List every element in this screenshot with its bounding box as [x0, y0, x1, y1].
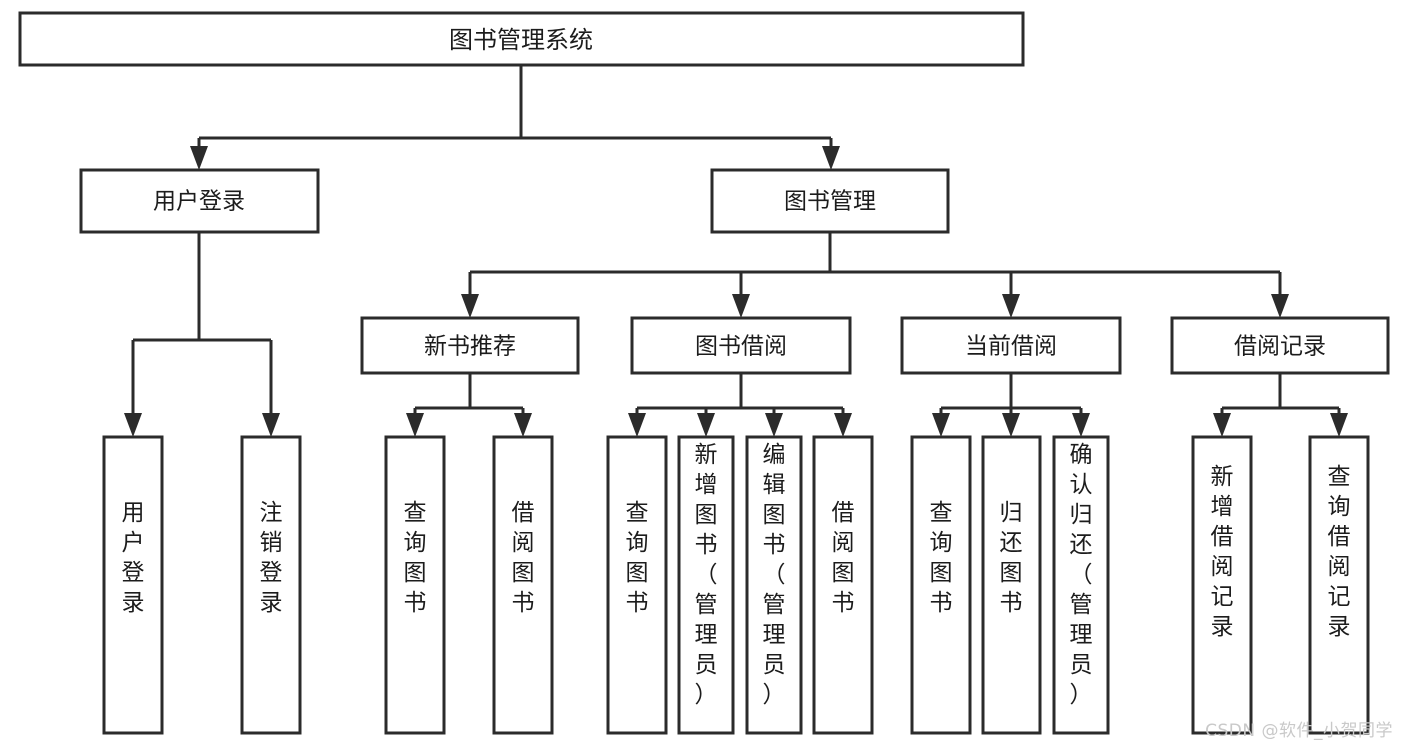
leaf-node-return-book-box[interactable] [981, 435, 1042, 735]
connector-userlogin-to-leaves [124, 232, 280, 437]
arrowhead-icon [732, 294, 750, 318]
leaf-node-rec-borrow-book-label: 借阅图书 [512, 500, 535, 616]
node-borrow-record-box[interactable] [1170, 316, 1390, 375]
arrowhead-icon [1213, 413, 1231, 437]
node-borrow-record-label: 借阅记录 [1234, 334, 1326, 360]
arrowhead-icon [461, 294, 479, 318]
arrowhead-icon [190, 146, 208, 170]
node-book-borrow-box[interactable] [630, 316, 852, 375]
leaf-node-add-borrow-record[interactable]: 新增借阅记录 [1191, 435, 1253, 735]
connector-currentborrow-to-leaves [932, 373, 1090, 437]
leaf-node-rec-borrow-book[interactable]: 借阅图书 [492, 435, 554, 735]
leaf-node-rec-query-book[interactable]: 查询图书 [384, 435, 446, 735]
arrowhead-icon [1002, 413, 1020, 437]
leaf-node-add-borrow-record-box[interactable] [1191, 435, 1253, 735]
leaf-node-add-book-admin-box[interactable] [677, 435, 735, 735]
leaf-node-query-borrow-record-label: 查询借阅记录 [1328, 464, 1351, 640]
arrowhead-icon [1072, 413, 1090, 437]
node-user-login-box[interactable] [79, 168, 320, 234]
leaf-node-user-login-box[interactable] [102, 435, 164, 735]
node-user-login-label: 用户登录 [153, 189, 245, 215]
leaf-node-add-book-admin[interactable]: 新增图书（管理员） [677, 435, 735, 735]
node-book-borrow-label: 图书借阅 [695, 334, 787, 360]
arrowhead-icon [406, 413, 424, 437]
arrowhead-icon [765, 413, 783, 437]
connector-root-to-level2 [190, 65, 840, 170]
arrowhead-icon [262, 413, 280, 437]
leaf-node-user-logout-box[interactable] [240, 435, 302, 735]
arrowhead-icon [697, 413, 715, 437]
arrowhead-icon [628, 413, 646, 437]
node-new-book-recommend-box[interactable] [360, 316, 580, 375]
node-new-book-recommend-label: 新书推荐 [424, 334, 516, 360]
node-current-borrow-label: 当前借阅 [965, 334, 1057, 360]
leaf-node-edit-book-admin-box[interactable] [745, 435, 803, 735]
leaf-node-cur-query-book-label: 查询图书 [930, 500, 953, 616]
leaf-node-borrow-book-label: 借阅图书 [832, 500, 855, 616]
arrowhead-icon [932, 413, 950, 437]
leaf-node-confirm-return-admin[interactable]: 确认归还（管理员） [1052, 435, 1110, 735]
leaf-node-add-book-admin-label: 新增图书（管理员） [695, 442, 718, 708]
arrowhead-icon [834, 413, 852, 437]
connector-newbook-to-leaves [406, 373, 532, 437]
node-book-manage-label: 图书管理 [784, 189, 876, 215]
connector-borrowrecord-to-leaves [1213, 373, 1348, 437]
node-root[interactable]: 图书管理系统 [18, 11, 1025, 67]
arrowhead-icon [1330, 413, 1348, 437]
node-book-manage-box[interactable] [710, 168, 950, 234]
node-user-login[interactable]: 用户登录 [79, 168, 320, 234]
arrowhead-icon [124, 413, 142, 437]
leaf-node-cur-query-book[interactable]: 查询图书 [910, 435, 972, 735]
connector-bookmanage-to-level3 [461, 232, 1289, 318]
leaf-node-user-logout-label: 注销登录 [260, 500, 283, 616]
leaf-node-confirm-return-admin-label: 确认归还（管理员） [1070, 442, 1093, 708]
leaf-node-borrow-book-box[interactable] [812, 435, 874, 735]
arrowhead-icon [514, 413, 532, 437]
leaf-node-user-login-label: 用户登录 [122, 500, 145, 616]
leaf-node-borrow-book[interactable]: 借阅图书 [812, 435, 874, 735]
leaf-node-rec-query-book-box[interactable] [384, 435, 446, 735]
node-root-label: 图书管理系统 [449, 26, 593, 54]
leaf-node-borrow-query-book-label: 查询图书 [626, 500, 649, 616]
leaf-node-query-borrow-record[interactable]: 查询借阅记录 [1308, 435, 1370, 735]
leaf-node-rec-query-book-label: 查询图书 [404, 500, 427, 616]
leaf-node-cur-query-book-box[interactable] [910, 435, 972, 735]
leaf-node-query-borrow-record-box[interactable] [1308, 435, 1370, 735]
arrowhead-icon [822, 146, 840, 170]
connector-bookborrow-to-leaves [628, 373, 852, 437]
node-new-book-recommend[interactable]: 新书推荐 [360, 316, 580, 375]
leaf-node-return-book[interactable]: 归还图书 [981, 435, 1042, 735]
node-book-manage[interactable]: 图书管理 [710, 168, 950, 234]
leaf-node-user-logout[interactable]: 注销登录 [240, 435, 302, 735]
leaf-node-return-book-label: 归还图书 [1000, 500, 1023, 616]
arrowhead-icon [1271, 294, 1289, 318]
leaf-node-edit-book-admin-label: 编辑图书（管理员） [763, 442, 786, 708]
node-book-borrow[interactable]: 图书借阅 [630, 316, 852, 375]
leaf-node-edit-book-admin[interactable]: 编辑图书（管理员） [745, 435, 803, 735]
node-root-box[interactable] [18, 11, 1025, 67]
node-current-borrow-box[interactable] [900, 316, 1122, 375]
node-borrow-record[interactable]: 借阅记录 [1170, 316, 1390, 375]
leaf-node-borrow-query-book-box[interactable] [606, 435, 668, 735]
leaf-node-add-borrow-record-label: 新增借阅记录 [1211, 464, 1234, 640]
leaf-node-rec-borrow-book-box[interactable] [492, 435, 554, 735]
arrowhead-icon [1002, 294, 1020, 318]
node-current-borrow[interactable]: 当前借阅 [900, 316, 1122, 375]
leaf-node-confirm-return-admin-box[interactable] [1052, 435, 1110, 735]
leaf-node-borrow-query-book[interactable]: 查询图书 [606, 435, 668, 735]
leaf-node-user-login[interactable]: 用户登录 [102, 435, 164, 735]
